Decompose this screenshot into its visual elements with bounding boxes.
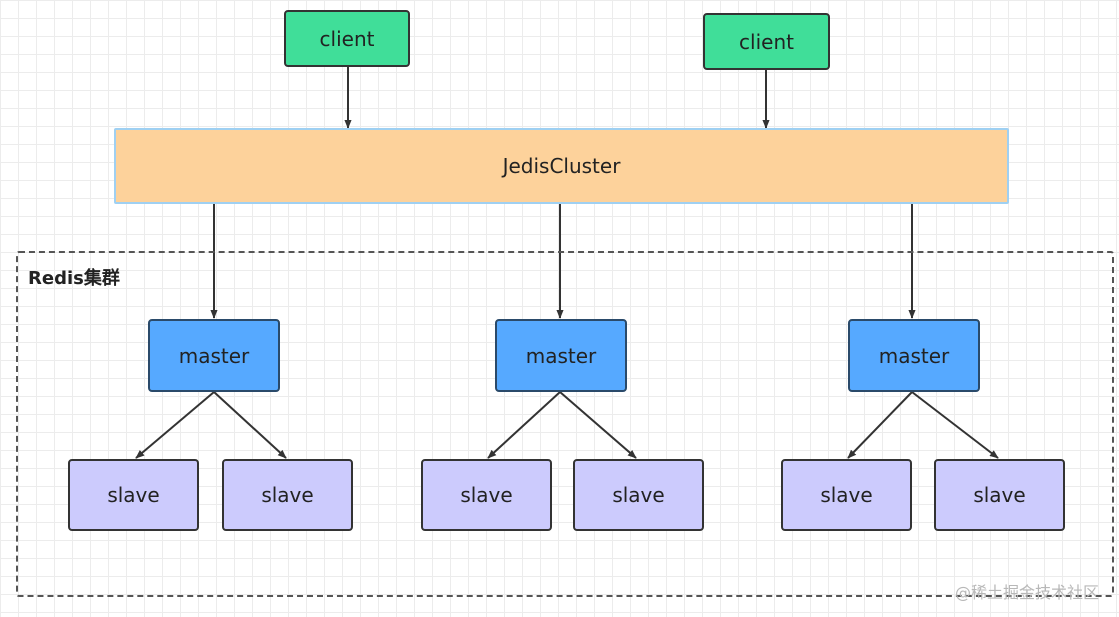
slave-node-5: slave <box>781 459 912 531</box>
slave-label-6: slave <box>973 483 1026 507</box>
client-label-1: client <box>319 26 375 51</box>
master-label-1: master <box>178 343 250 368</box>
client-node-2: client <box>703 13 830 70</box>
slave-label-2: slave <box>261 483 314 507</box>
client-label-2: client <box>739 29 794 54</box>
master-node-1: master <box>148 319 280 392</box>
slave-label-3: slave <box>460 483 513 507</box>
redis-cluster-group <box>16 251 1114 597</box>
master-node-3: master <box>848 319 980 392</box>
master-node-2: master <box>495 319 627 392</box>
master-label-2: master <box>525 343 597 368</box>
slave-node-6: slave <box>934 459 1065 531</box>
watermark-text: @稀土掘金技术社区 <box>954 583 1099 602</box>
client-node-1: client <box>284 10 410 67</box>
slave-label-4: slave <box>612 483 665 507</box>
master-label-3: master <box>878 343 950 368</box>
slave-node-2: slave <box>222 459 353 531</box>
slave-node-1: slave <box>68 459 199 531</box>
jedis-cluster-node: JedisCluster <box>114 128 1009 204</box>
slave-node-4: slave <box>573 459 704 531</box>
redis-cluster-label: Redis集群 <box>28 268 120 289</box>
jedis-cluster-label: JedisCluster <box>502 154 621 178</box>
slave-label-1: slave <box>107 483 160 507</box>
slave-node-3: slave <box>421 459 552 531</box>
slave-label-5: slave <box>820 483 873 507</box>
